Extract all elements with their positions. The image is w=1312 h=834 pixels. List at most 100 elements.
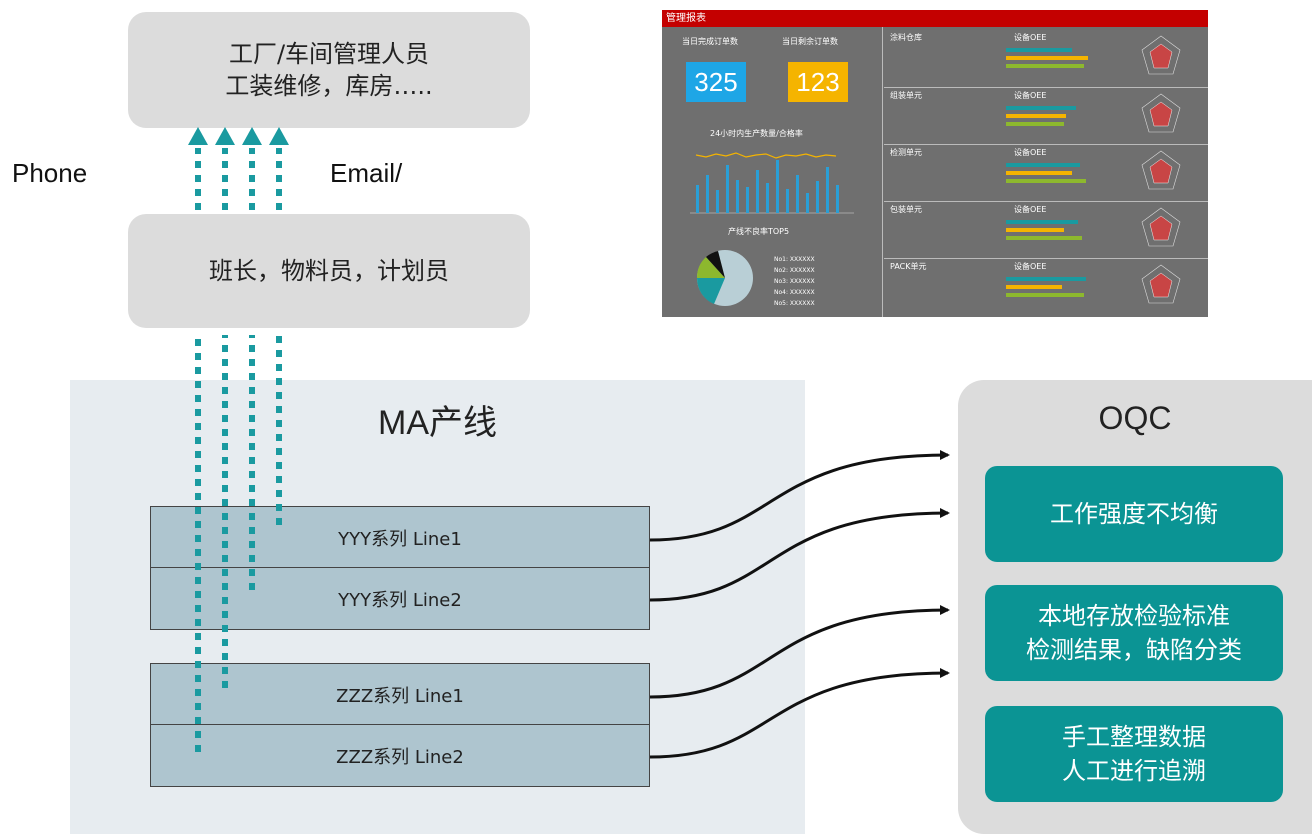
- line-zzz-1-label: ZZZ系列 Line1: [336, 685, 464, 707]
- chart-title: 24小时内生产数量/合格率: [710, 129, 803, 138]
- chart-rate-line: [695, 152, 837, 159]
- kpi1-label: 当日完成订单数: [682, 37, 738, 46]
- oqc-box-2: 本地存放检验标准 检测结果，缺陷分类: [985, 585, 1283, 681]
- unit-3-name: 检测单元: [890, 148, 922, 157]
- curve-arrow-4: [649, 668, 950, 759]
- unit-5-name: PACK单元: [890, 262, 927, 271]
- pie-legend-3: No3: XXXXXX: [774, 278, 815, 285]
- unit-panel-3: 检测单元 设备OEE: [884, 144, 1208, 201]
- oqc-box-2-line2: 检测结果，缺陷分类: [1026, 636, 1242, 664]
- oqc-title: OQC: [1098, 400, 1172, 436]
- unit-panel-5: PACK单元 设备OEE: [884, 258, 1208, 315]
- line-zzz-2-label: ZZZ系列 Line2: [336, 746, 464, 768]
- unit-3-oee-label: 设备OEE: [1014, 148, 1047, 157]
- line-yyy-2-label: YYY系列 Line2: [338, 589, 462, 611]
- email-label: Email/: [330, 158, 403, 188]
- chart-bar: [736, 180, 739, 213]
- arrowhead-3: [242, 127, 262, 145]
- pie-legend: No1: XXXXXX No2: XXXXXX No3: XXXXXX No4:…: [774, 254, 815, 309]
- chart-bar: [766, 183, 769, 213]
- unit-1-bar-1: [1006, 48, 1072, 52]
- line-yyy-1-label: YYY系列 Line1: [338, 528, 462, 550]
- chart-bar: [806, 193, 809, 213]
- dashboard-thumbnail: 管理报表 当日完成订单数 当日剩余订单数 325 123 24小时内生产数量/合…: [662, 10, 1208, 317]
- team-lead-box: 班长，物料员，计划员: [128, 214, 530, 328]
- team-lead-text: 班长，物料员，计划员: [209, 257, 449, 285]
- chart-bar: [836, 185, 839, 213]
- kpi2-label: 当日剩余订单数: [782, 37, 838, 46]
- unit-2-bar-3: [1006, 122, 1064, 126]
- unit-panel-1: 涂料仓库 设备OEE: [884, 30, 1208, 86]
- unit-2-name: 组装单元: [890, 91, 922, 100]
- pie-legend-2: No2: XXXXXX: [774, 267, 815, 274]
- chart-bar: [796, 175, 799, 213]
- unit-4-oee-label: 设备OEE: [1014, 205, 1047, 214]
- unit-4-name: 包装单元: [890, 205, 922, 214]
- unit-5-bar-2: [1006, 285, 1062, 289]
- unit-1-name: 涂料仓库: [890, 33, 922, 42]
- line-zzz-2: ZZZ系列 Line2: [150, 724, 650, 787]
- chart-bar: [726, 165, 729, 213]
- unit-1-radar: [1141, 35, 1181, 75]
- unit-5-radar: [1141, 264, 1181, 304]
- unit-1-bar-2: [1006, 56, 1088, 60]
- kpi1-value: 325: [686, 62, 746, 102]
- unit-panel-4: 包装单元 设备OEE: [884, 201, 1208, 258]
- pie-legend-1: No1: XXXXXX: [774, 256, 815, 263]
- chart-bar: [816, 181, 819, 213]
- line-yyy-1: YYY系列 Line1: [150, 506, 650, 569]
- defect-pie: [696, 250, 753, 306]
- unit-5-oee-label: 设备OEE: [1014, 262, 1047, 271]
- pie-title: 产线不良率TOP5: [728, 227, 790, 236]
- unit-3-bar-1: [1006, 163, 1080, 167]
- chart-bar: [696, 185, 699, 213]
- chart-bar: [746, 187, 749, 213]
- unit-4-bar-3: [1006, 236, 1082, 240]
- pie-slice-dark: [706, 251, 725, 278]
- chart-bar: [786, 189, 789, 213]
- unit-3-bar-3: [1006, 179, 1086, 183]
- production-chart: [690, 152, 854, 214]
- arrowhead-4: [269, 127, 289, 145]
- pie-legend-5: No5: XXXXXX: [774, 300, 815, 307]
- dashboard-divider: [882, 27, 883, 317]
- oqc-box-1-line1: 工作强度不均衡: [1050, 500, 1218, 528]
- chart-bar: [826, 167, 829, 213]
- unit-4-bar-1: [1006, 220, 1078, 224]
- unit-5-bar-3: [1006, 293, 1084, 297]
- unit-3-radar: [1141, 150, 1181, 190]
- line-yyy-2: YYY系列 Line2: [150, 567, 650, 630]
- arrowhead-1: [188, 127, 208, 145]
- kpi2-value: 123: [788, 62, 848, 102]
- unit-1-bar-3: [1006, 64, 1084, 68]
- unit-panel-2: 组装单元 设备OEE: [884, 87, 1208, 144]
- pie-slice-green: [696, 257, 725, 278]
- pie-slice-teal: [696, 278, 725, 304]
- curve-arrow-3: [649, 605, 950, 699]
- unit-4-bar-2: [1006, 228, 1064, 232]
- unit-2-bar-1: [1006, 106, 1076, 110]
- unit-3-bar-2: [1006, 171, 1072, 175]
- chart-bar: [706, 175, 709, 213]
- oqc-box-2-line1: 本地存放检验标准: [1038, 602, 1230, 630]
- chart-bar: [776, 160, 779, 213]
- management-line1: 工厂/车间管理人员: [228, 40, 430, 68]
- management-box: 工厂/车间管理人员 工装维修，库房…..: [128, 12, 530, 128]
- oqc-box-3-line1: 手工整理数据: [1062, 723, 1206, 751]
- dashboard-header: 管理报表: [662, 10, 1208, 27]
- curve-arrow-2: [649, 508, 950, 602]
- chart-bars: [696, 160, 839, 213]
- arrowhead-2: [215, 127, 235, 145]
- curve-arrow-1: [649, 450, 950, 542]
- unit-2-bar-2: [1006, 114, 1066, 118]
- oqc-box-3: 手工整理数据 人工进行追溯: [985, 706, 1283, 802]
- unit-5-bar-1: [1006, 277, 1086, 281]
- pie-legend-4: No4: XXXXXX: [774, 289, 815, 296]
- unit-2-oee-label: 设备OEE: [1014, 91, 1047, 100]
- oqc-box-1: 工作强度不均衡: [985, 466, 1283, 562]
- unit-4-radar: [1141, 207, 1181, 247]
- chart-bar: [756, 170, 759, 213]
- oqc-box-3-line2: 人工进行追溯: [1062, 757, 1206, 785]
- chart-bar: [716, 190, 719, 213]
